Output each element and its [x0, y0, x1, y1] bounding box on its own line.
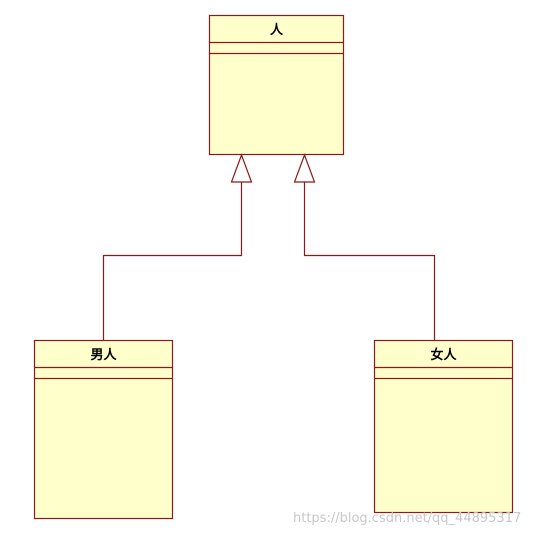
class-woman-name: 女人 [430, 347, 457, 363]
class-man[interactable]: 男人 [33, 339, 174, 520]
generalization-woman-to-person[interactable] [293, 153, 436, 341]
generalization-woman-line [303, 182, 436, 341]
generalization-woman-arrowhead [293, 153, 316, 183]
class-person-box [208, 14, 345, 156]
generalization-man-to-person[interactable] [102, 153, 253, 341]
class-woman[interactable]: 女人 [373, 339, 514, 514]
class-person-name: 人 [270, 22, 284, 38]
generalization-man-line [102, 182, 243, 341]
class-person[interactable]: 人 [208, 14, 345, 156]
class-man-name: 男人 [90, 347, 117, 363]
generalization-man-arrowhead [230, 153, 253, 183]
class-woman-box [373, 339, 514, 514]
watermark-text: https://blog.csdn.net/qq_44895317 [293, 511, 521, 526]
